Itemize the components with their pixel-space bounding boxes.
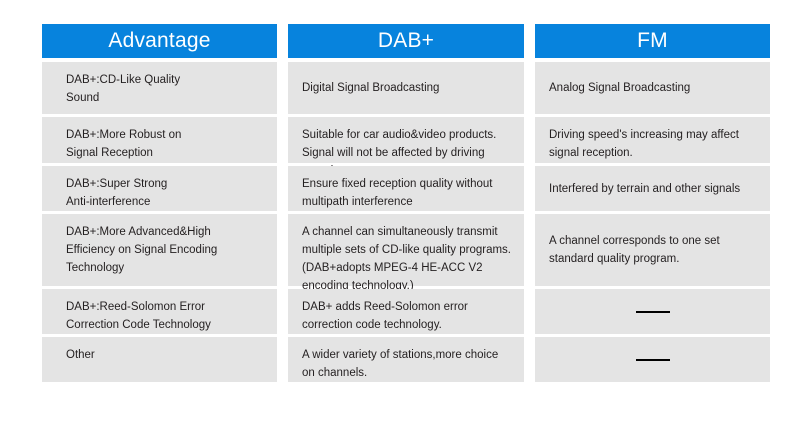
table-cell-fm-6: [535, 337, 770, 382]
table-cell-dab-plus-5: DAB+ adds Reed-Solomon error correction …: [288, 289, 524, 334]
table-cell-dab-plus-1: Digital Signal Broadcasting: [288, 62, 524, 114]
table-cell-fm-5: [535, 289, 770, 334]
table-cell-fm-3: Interfered by terrain and other signals: [535, 166, 770, 211]
table-cell-advantage-3: DAB+:Super Strong Anti-interference: [42, 166, 277, 211]
table-cell-fm-2: Driving speed's increasing may affect si…: [535, 117, 770, 163]
table-cell-dab-plus-2: Suitable for car audio&video products. S…: [288, 117, 524, 177]
table-cell-dab-plus-4: A channel can simultaneously transmit mu…: [288, 214, 524, 292]
table-cell-dab-plus-6: A wider variety of stations,more choice …: [288, 337, 524, 382]
table-column-fm: FM Analog Signal Broadcasting Driving sp…: [535, 24, 770, 382]
table-column-dab-plus: DAB+ Digital Signal Broadcasting Suitabl…: [288, 24, 524, 382]
em-dash-icon: [635, 358, 670, 361]
table-cell-advantage-5: DAB+:Reed-Solomon Error Correction Code …: [42, 289, 277, 334]
column-header-fm: FM: [535, 24, 770, 58]
table-cell-fm-1: Analog Signal Broadcasting: [535, 62, 770, 114]
table-cell-dab-plus-3: Ensure fixed reception quality without m…: [288, 166, 524, 211]
column-header-advantage: Advantage: [42, 24, 277, 58]
table-cell-advantage-2: DAB+:More Robust on Signal Reception: [42, 117, 277, 163]
comparison-table: Advantage DAB+:CD-Like Quality Sound DAB…: [42, 24, 770, 382]
table-cell-advantage-6: Other: [42, 337, 277, 382]
table-cell-advantage-4: DAB+:More Advanced&High Efficiency on Si…: [42, 214, 277, 286]
column-header-dab-plus: DAB+: [288, 24, 524, 58]
table-column-advantage: Advantage DAB+:CD-Like Quality Sound DAB…: [42, 24, 277, 382]
em-dash-icon: [635, 310, 670, 313]
table-cell-advantage-1: DAB+:CD-Like Quality Sound: [42, 62, 277, 114]
table-cell-fm-4: A channel corresponds to one set standar…: [535, 214, 770, 286]
